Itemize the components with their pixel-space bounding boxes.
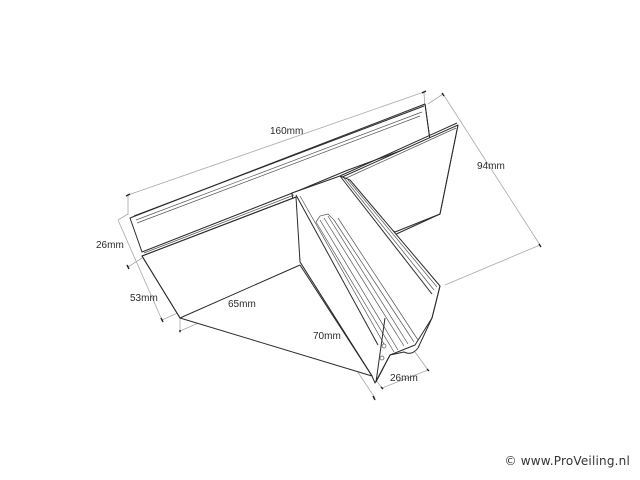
- label-160mm: 160mm: [270, 126, 304, 137]
- label-70mm: 70mm: [313, 331, 341, 342]
- label-53mm: 53mm: [130, 293, 158, 304]
- label-26mm-bottom: 26mm: [390, 373, 418, 384]
- watermark-text: www.ProVeiling.nl: [520, 454, 630, 468]
- rail-back-wall: [129, 103, 431, 253]
- label-65mm: 65mm: [228, 299, 256, 310]
- label-26mm-top: 26mm: [96, 240, 124, 251]
- watermark: © www.ProVeiling.nl: [505, 454, 630, 468]
- copyright-icon: ©: [504, 454, 517, 468]
- branch-leg: [291, 175, 441, 384]
- dimension-94mm-line: [427, 92, 542, 286]
- left-arm-front: [141, 194, 373, 377]
- label-94mm: 94mm: [477, 161, 505, 172]
